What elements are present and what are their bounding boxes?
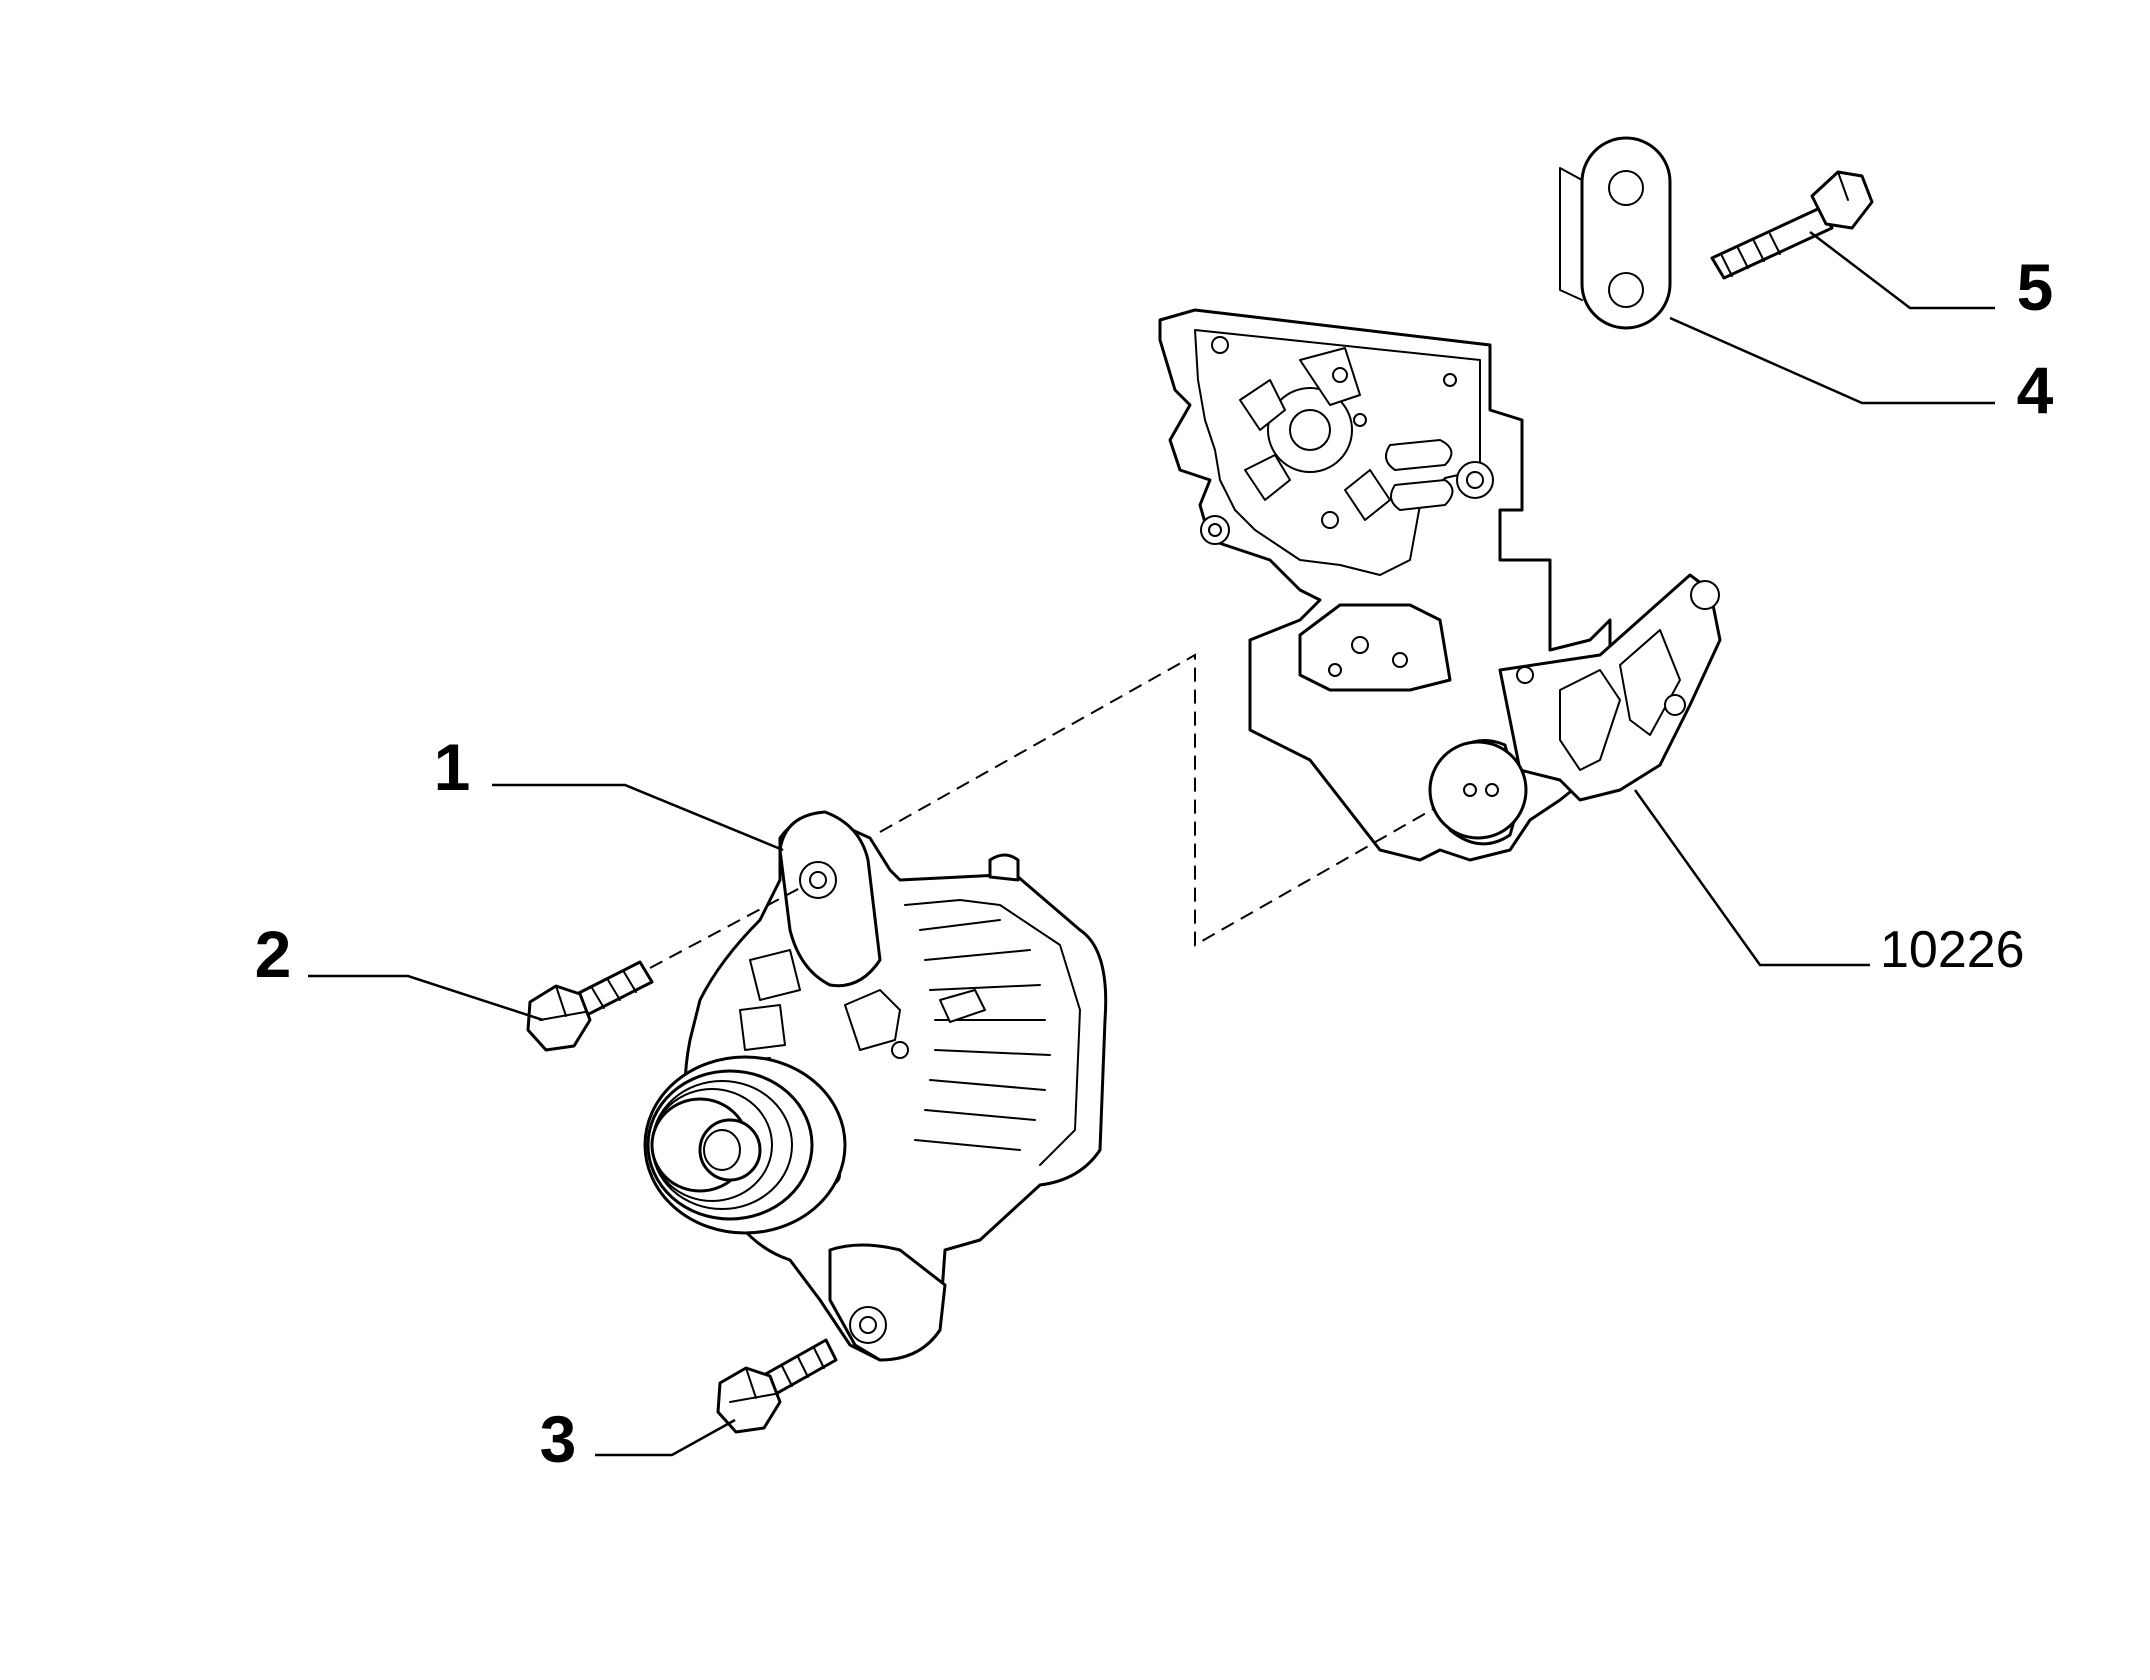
- part-3-bolt: [716, 1338, 838, 1434]
- leader-2: [308, 974, 544, 1022]
- part-4-link-plate: [1559, 136, 1672, 330]
- part-1-alternator: [643, 810, 1108, 1362]
- part-2-bolt: [526, 960, 654, 1052]
- callout-3: 3: [540, 1402, 577, 1476]
- assembly-guide-lines: [649, 653, 1436, 969]
- leader-1: [492, 783, 784, 852]
- callout-10226: 10226: [1880, 921, 2025, 979]
- mounting-bracket: [1158, 308, 1722, 862]
- leader-10226: [1633, 789, 1870, 967]
- leader-lines: [308, 231, 1995, 1457]
- part-5-bolt: [1710, 170, 1874, 280]
- callout-2: 2: [255, 917, 292, 991]
- callout-labels: 1 2 3 4 5 10226: [255, 250, 2054, 1476]
- leader-4: [1669, 316, 1995, 405]
- leader-5: [1809, 231, 1995, 310]
- callout-5: 5: [2017, 250, 2054, 324]
- callout-1: 1: [434, 730, 471, 804]
- callout-4: 4: [2017, 353, 2054, 427]
- leader-3: [595, 1418, 736, 1457]
